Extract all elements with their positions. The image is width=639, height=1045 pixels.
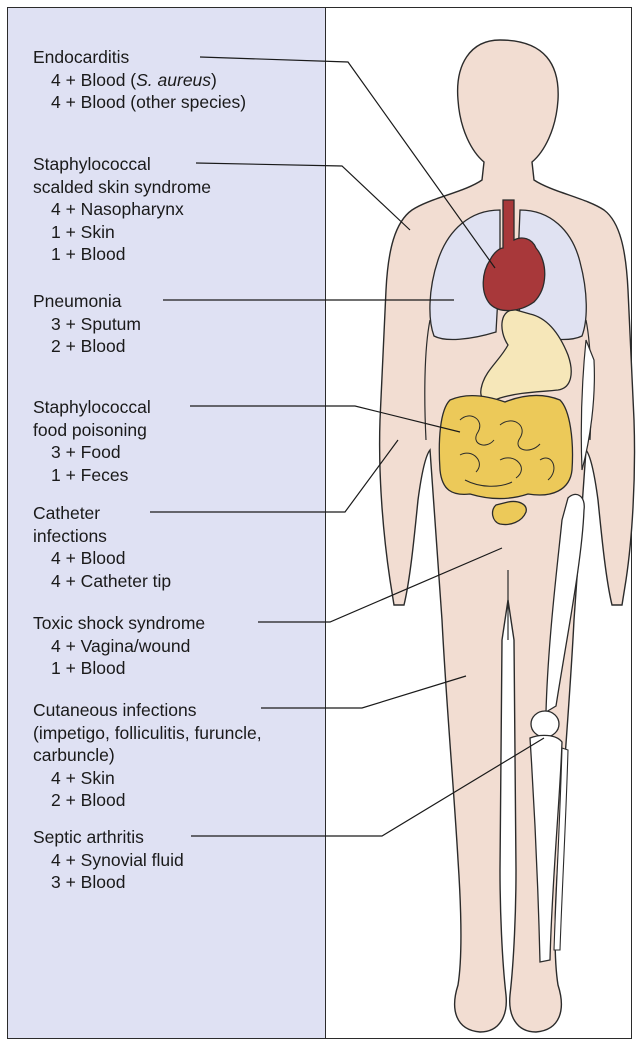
specimen-line: 3 + Food: [33, 441, 151, 464]
specimen-line: 4 + Catheter tip: [33, 570, 171, 593]
body-silhouette: [380, 40, 635, 1032]
infection-name: Catheter: [33, 502, 171, 525]
specimen-line: 4 + Nasopharynx: [33, 198, 211, 221]
specimen-text: 4 + Blood (other species): [51, 92, 246, 112]
specimen-text: ): [211, 70, 217, 90]
infection-name: (impetigo, folliculitis, furuncle,: [33, 722, 262, 745]
specimen-line: 2 + Blood: [33, 335, 141, 358]
specimen-line: 3 + Blood: [33, 871, 184, 894]
specimen-text: 4 + Nasopharynx: [51, 199, 184, 219]
infection-name: Pneumonia: [33, 290, 141, 313]
specimen-text: 1 + Skin: [51, 222, 115, 242]
leader-catheter: [150, 440, 398, 512]
leader-scalded-skin: [196, 163, 410, 230]
infection-name: infections: [33, 525, 171, 548]
specimen-line: 1 + Skin: [33, 221, 211, 244]
specimen-text: 4 + Blood (: [51, 70, 136, 90]
specimen-line: 3 + Sputum: [33, 313, 141, 336]
specimen-text: 1 + Feces: [51, 465, 128, 485]
intestines: [439, 396, 572, 499]
specimen-line: 4 + Blood (S. aureus): [33, 69, 246, 92]
infection-name: Endocarditis: [33, 46, 246, 69]
specimen-line: 2 + Blood: [33, 789, 262, 812]
infection-name: Staphylococcal: [33, 153, 211, 176]
infection-name: Cutaneous infections: [33, 699, 262, 722]
specimen-line: 4 + Skin: [33, 767, 262, 790]
specimen-line: 1 + Blood: [33, 243, 211, 266]
specimen-line: 1 + Feces: [33, 464, 151, 487]
specimen-text: 3 + Blood: [51, 872, 125, 892]
infection-name: carbuncle): [33, 744, 262, 767]
specimen-text: 4 + Skin: [51, 768, 115, 788]
specimen-text: 3 + Sputum: [51, 314, 141, 334]
specimen-text: 3 + Food: [51, 442, 121, 462]
specimen-line: 4 + Blood (other species): [33, 91, 246, 114]
leader-cutaneous: [261, 676, 466, 708]
specimen-text: 4 + Blood: [51, 548, 125, 568]
infection-name: Septic arthritis: [33, 826, 184, 849]
specimen-text: 4 + Vagina/wound: [51, 636, 190, 656]
infection-name: food poisoning: [33, 419, 151, 442]
specimen-text: 2 + Blood: [51, 336, 125, 356]
specimen-text: 1 + Blood: [51, 244, 125, 264]
patella: [531, 711, 559, 737]
infection-entry: Cutaneous infections(impetigo, folliculi…: [33, 699, 262, 812]
infection-name: Staphylococcal: [33, 396, 151, 419]
specimen-text: 2 + Blood: [51, 790, 125, 810]
species-name: S. aureus: [136, 70, 211, 90]
specimen-line: 4 + Synovial fluid: [33, 849, 184, 872]
specimen-line: 4 + Vagina/wound: [33, 635, 205, 658]
infection-name: scalded skin syndrome: [33, 176, 211, 199]
specimen-text: 4 + Synovial fluid: [51, 850, 184, 870]
specimen-text: 4 + Catheter tip: [51, 571, 171, 591]
specimen-line: 1 + Blood: [33, 657, 205, 680]
infection-name: Toxic shock syndrome: [33, 612, 205, 635]
specimen-line: 4 + Blood: [33, 547, 171, 570]
specimen-text: 1 + Blood: [51, 658, 125, 678]
